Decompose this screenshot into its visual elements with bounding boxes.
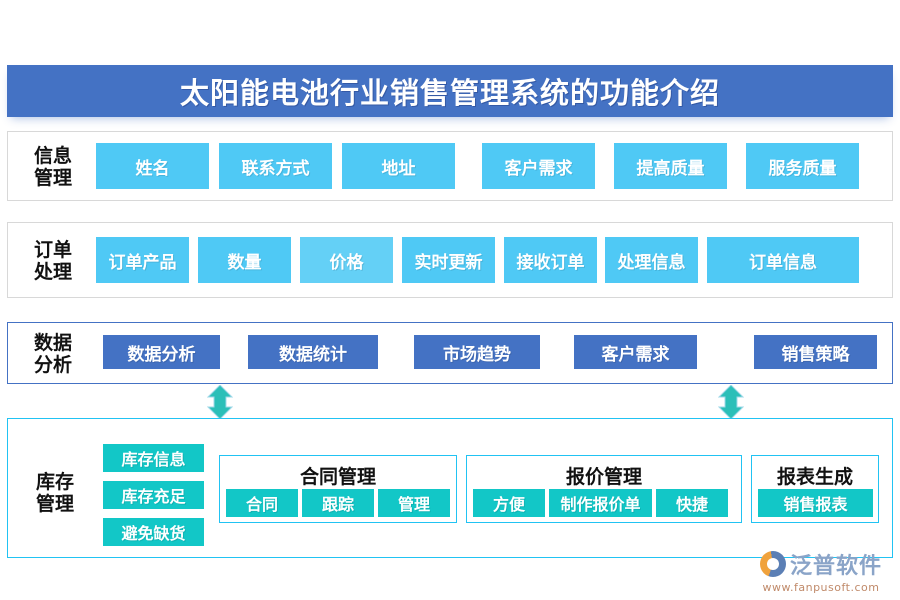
chip-make-quotation[interactable]: 制作报价单 — [549, 489, 652, 517]
chip-sales-report[interactable]: 销售报表 — [758, 489, 873, 517]
row-label-inventory-management: 库存 管理 — [35, 471, 74, 515]
chip-realtime-update[interactable]: 实时更新 — [402, 237, 495, 283]
chip-convenient[interactable]: 方便 — [473, 489, 545, 517]
chip-inventory-info[interactable]: 库存信息 — [103, 444, 204, 472]
chip-service-quality[interactable]: 服务质量 — [746, 143, 859, 189]
group-quotation-management: 报价管理 方便 制作报价单 快捷 — [466, 455, 742, 523]
chip-quantity[interactable]: 数量 — [198, 237, 291, 283]
chip-contract[interactable]: 合同 — [226, 489, 298, 517]
group-contract-management: 合同管理 合同 跟踪 管理 — [219, 455, 457, 523]
fanpu-logo-icon — [760, 551, 786, 577]
chip-customer-demand[interactable]: 客户需求 — [574, 335, 697, 369]
section-order-processing: 订单 处理 泛普软件 订单产品 数量 价格 实时更新 接收订单 处理信息 订单信… — [7, 222, 893, 298]
chip-address[interactable]: 地址 — [342, 143, 455, 189]
double-arrow-vertical-icon-right — [717, 384, 745, 420]
section-data-analysis: 数据 分析 数据分析 数据统计 市场趋势 客户需求 销售策略 — [7, 322, 893, 384]
chip-data-statistics[interactable]: 数据统计 — [248, 335, 378, 369]
brand-logo: 泛普软件 www.fanpusoft.com — [760, 548, 882, 594]
group-title-quotation-management: 报价管理 — [565, 466, 642, 488]
chip-tracking[interactable]: 跟踪 — [302, 489, 374, 517]
chip-receive-order[interactable]: 接收订单 — [504, 237, 597, 283]
group-report-generation: 报表生成 销售报表 — [751, 455, 879, 523]
chip-inventory-ample[interactable]: 库存充足 — [103, 481, 204, 509]
double-arrow-vertical-icon-left — [206, 384, 234, 420]
row-label-order-processing: 订单 处理 — [33, 239, 72, 283]
brand-url: www.fanpusoft.com — [762, 581, 880, 594]
chip-manage[interactable]: 管理 — [378, 489, 450, 517]
page-title: 太阳能电池行业销售管理系统的功能介绍 — [179, 76, 720, 110]
brand-name: 泛普软件 — [790, 554, 883, 579]
chip-process-info[interactable]: 处理信息 — [605, 237, 698, 283]
chip-improve-quality[interactable]: 提高质量 — [614, 143, 727, 189]
brand-logo-row: 泛普软件 — [760, 548, 882, 580]
chip-market-trend[interactable]: 市场趋势 — [414, 335, 540, 369]
chip-price[interactable]: 价格 — [300, 237, 393, 283]
group-title-report-generation: 报表生成 — [776, 466, 853, 488]
row-label-data-analysis: 数据 分析 — [33, 332, 72, 376]
chip-order-info[interactable]: 订单信息 — [707, 237, 859, 283]
section-inventory-management: 库存 管理 库存信息 库存充足 避免缺货 合同管理 合同 跟踪 管理 报价管理 … — [7, 418, 893, 558]
chip-customer-need[interactable]: 客户需求 — [482, 143, 595, 189]
chip-name[interactable]: 姓名 — [96, 143, 209, 189]
chip-sales-strategy[interactable]: 销售策略 — [754, 335, 877, 369]
chip-contact[interactable]: 联系方式 — [219, 143, 332, 189]
chip-fast[interactable]: 快捷 — [656, 489, 728, 517]
chip-avoid-shortage[interactable]: 避免缺货 — [103, 518, 204, 546]
header-bar: 太阳能电池行业销售管理系统的功能介绍 — [7, 65, 893, 117]
chip-order-product[interactable]: 订单产品 — [96, 237, 189, 283]
row-label-information-management: 信息 管理 — [33, 145, 72, 189]
chip-data-analysis[interactable]: 数据分析 — [103, 335, 220, 369]
section-information-management: 信息 管理 姓名 联系方式 地址 客户需求 提高质量 服务质量 — [7, 131, 893, 201]
group-title-contract-management: 合同管理 — [299, 466, 376, 488]
